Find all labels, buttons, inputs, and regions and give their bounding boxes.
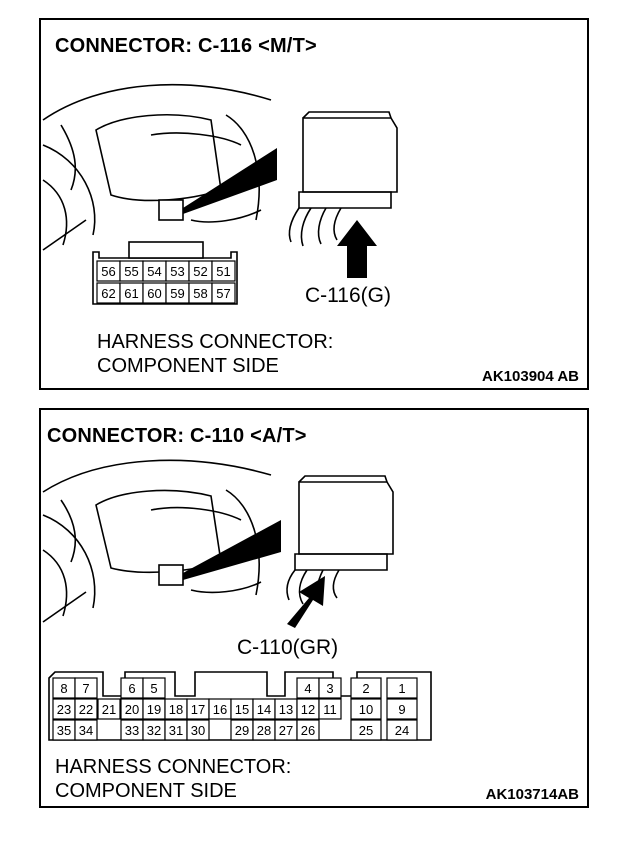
pin-number: 56 (101, 264, 115, 279)
pin-number: 61 (124, 286, 138, 301)
pin-number: 55 (124, 264, 138, 279)
connector-arrow (287, 576, 325, 628)
pin-cell (386, 698, 418, 720)
pin-number: 17 (191, 702, 205, 717)
connector-title: CONNECTOR: C-110 <A/T> (47, 425, 307, 447)
connector-label: C-116(G) (305, 284, 391, 307)
pin-number: 25 (359, 723, 373, 738)
pin-number: 30 (191, 723, 205, 738)
pin-cell (318, 698, 342, 720)
pin-number: 33 (125, 723, 139, 738)
pin-cell (386, 719, 418, 741)
pin-number: 34 (79, 723, 93, 738)
pin-number: 11 (323, 702, 337, 717)
pin-number: 23 (57, 702, 71, 717)
pin-cell (186, 719, 210, 741)
pin-number: 8 (60, 681, 67, 696)
connector-label: C-110(GR) (237, 636, 339, 659)
pin-cell (386, 677, 418, 699)
pin-cell (211, 260, 236, 282)
pin-number: 19 (147, 702, 161, 717)
pin-cell (350, 719, 382, 741)
component-module-icon (286, 475, 394, 605)
pin-cell (74, 719, 98, 741)
relay-location-icon (158, 199, 184, 221)
pin-number: 51 (216, 264, 230, 279)
pin-number: 27 (279, 723, 293, 738)
pin-number: 28 (257, 723, 271, 738)
pin-number: 3 (326, 681, 333, 696)
pin-number: 53 (170, 264, 184, 279)
pin-cell (350, 677, 382, 699)
harness-note-line1: HARNESS CONNECTOR: (97, 331, 334, 353)
connector-title: CONNECTOR: C-116 <M/T> (55, 35, 317, 57)
pin-number: 31 (169, 723, 183, 738)
pin-cell (74, 698, 98, 720)
pin-cell (350, 698, 382, 720)
pin-number: 2 (362, 681, 369, 696)
pin-number: 10 (359, 702, 373, 717)
pin-number: 21 (102, 702, 116, 717)
pin-number: 7 (82, 681, 89, 696)
harness-note-line1: HARNESS CONNECTOR: (55, 756, 292, 778)
pin-number: 5 (150, 681, 157, 696)
pin-cell (318, 677, 342, 699)
pin-cell (97, 698, 121, 720)
pin-number: 59 (170, 286, 184, 301)
pin-number: 18 (169, 702, 183, 717)
dashboard-illustration: 56 55 54 53 52 51 62 61 60 59 58 57 (42, 83, 398, 305)
pin-number: 62 (101, 286, 115, 301)
pin-number: 32 (147, 723, 161, 738)
pointer-wedge (183, 520, 281, 580)
connector-c116-panel: 56 55 54 53 52 51 62 61 60 59 58 57 CONNECTOR: C-11… (39, 18, 589, 390)
pin-number: 60 (147, 286, 161, 301)
pin-number: 4 (304, 681, 311, 696)
pin-number: 14 (257, 702, 271, 717)
pin-number: 52 (193, 264, 207, 279)
pointer-wedge (183, 148, 277, 214)
pin-number: 29 (235, 723, 249, 738)
pin-number: 12 (301, 702, 315, 717)
connector-arrow (337, 220, 377, 278)
harness-note: HARNESS CONNECTOR: COMPONENT SIDE (55, 755, 291, 803)
pin-cell (142, 677, 166, 699)
harness-note-line2: COMPONENT SIDE (55, 780, 237, 802)
pin-number: 9 (398, 702, 405, 717)
pin-number: 24 (395, 723, 409, 738)
pin-number: 54 (147, 264, 161, 279)
harness-note-line2: COMPONENT SIDE (97, 355, 279, 377)
figure-code: AK103714AB (485, 786, 579, 803)
pin-number: 15 (235, 702, 249, 717)
pin-number: 20 (125, 702, 139, 717)
component-module-icon (288, 111, 398, 247)
pin-cell (74, 677, 98, 699)
pin-cell (211, 282, 236, 304)
pin-number: 58 (193, 286, 207, 301)
figure-code: AK103904 AB (482, 368, 579, 385)
relay-location-icon (158, 564, 184, 586)
pin-number: 22 (79, 702, 93, 717)
pin-number: 13 (279, 702, 293, 717)
pin-number: 6 (128, 681, 135, 696)
harness-note: HARNESS CONNECTOR: COMPONENT SIDE (97, 330, 333, 378)
pin-number: 1 (398, 681, 405, 696)
pin-number: 16 (213, 702, 227, 717)
pin-number: 57 (216, 286, 230, 301)
pin-number: 35 (57, 723, 71, 738)
pin-cell (296, 719, 320, 741)
pin-number: 26 (301, 723, 315, 738)
